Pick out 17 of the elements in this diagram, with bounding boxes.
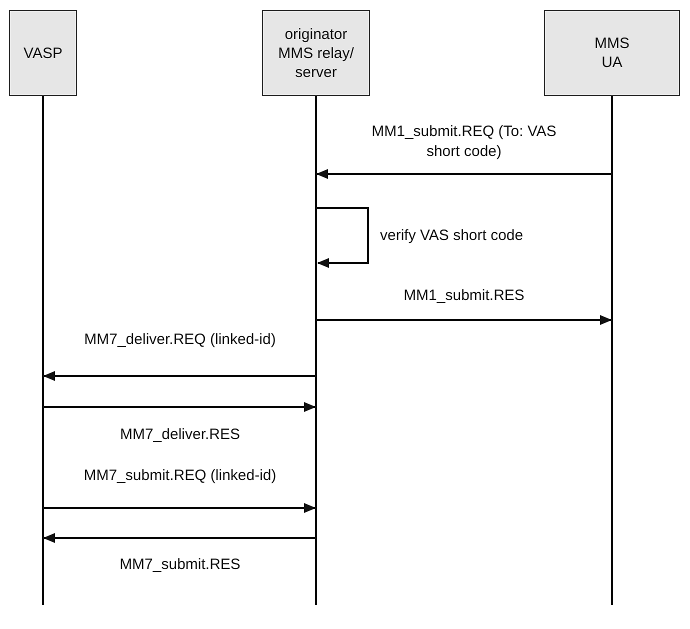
- edge-label: MM7_submit.RES: [118, 555, 242, 575]
- self-message-arrow: [316, 207, 369, 268]
- message-arrow: [317, 315, 612, 325]
- edge-label: MM7_deliver.RES: [118, 425, 242, 445]
- message-arrow: [43, 533, 315, 543]
- lifeline-header-box: MMS UA: [544, 10, 680, 96]
- lifeline-header-box: originator MMS relay/ server: [262, 10, 370, 96]
- message-arrow: [44, 402, 316, 412]
- message-arrow: [43, 371, 315, 381]
- edge-label: MM7_submit.REQ (linked-id): [82, 466, 278, 486]
- message-arrow: [316, 169, 611, 179]
- edge-label: MM1_submit.REQ (To: VAS short code): [370, 122, 558, 162]
- lifeline-header-box: VASP: [9, 10, 77, 96]
- edge-label: MM1_submit.RES: [402, 286, 526, 306]
- edge-label: verify VAS short code: [380, 226, 524, 246]
- message-arrow: [44, 503, 316, 513]
- edge-label: MM7_deliver.REQ (linked-id): [83, 330, 277, 350]
